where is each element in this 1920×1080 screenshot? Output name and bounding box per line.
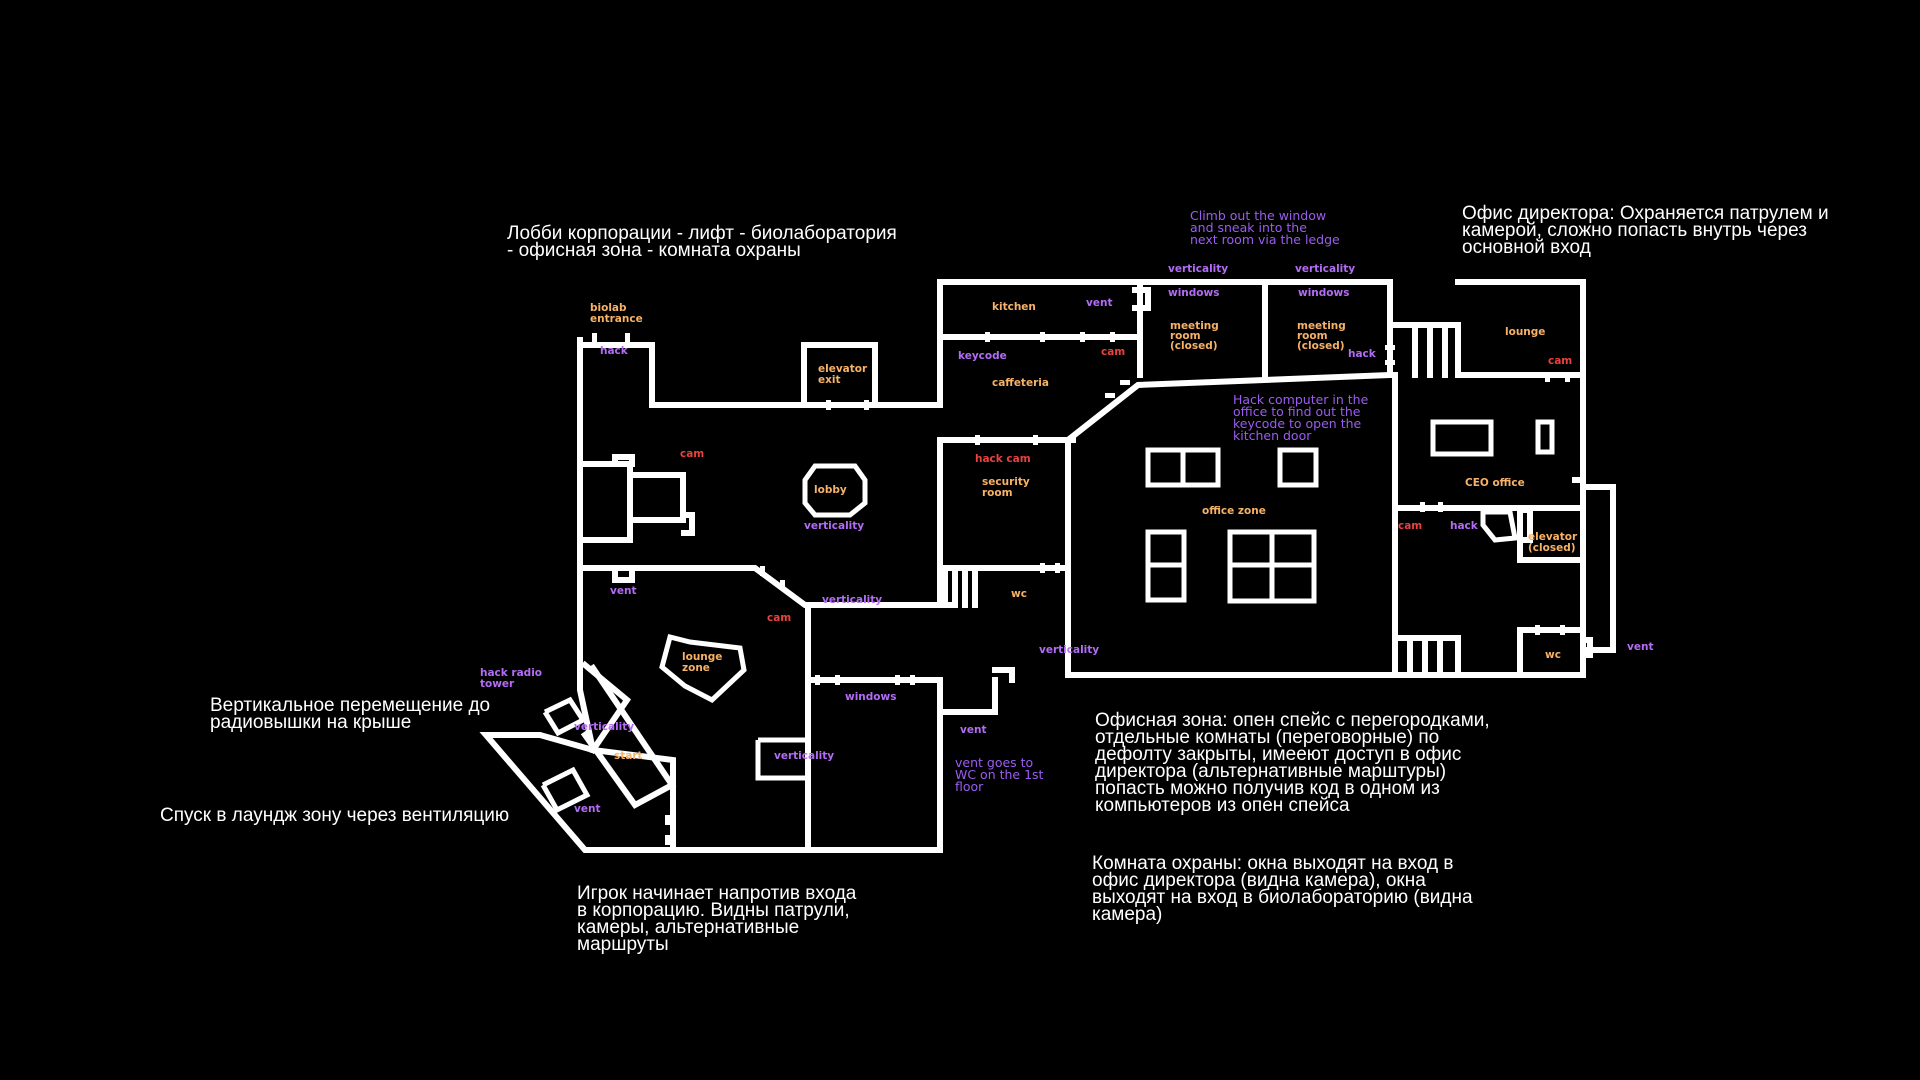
note-security-room: Комната охраны: окна выходят на вход в о… bbox=[1092, 853, 1473, 925]
note-player-start: Игрок начинает напротив входа в корпорац… bbox=[577, 883, 857, 955]
label-elevator-closed: elevator(closed) bbox=[1528, 531, 1578, 554]
label-hack-cam-security: hack cam bbox=[975, 453, 1031, 465]
lounge-zone-hexagon bbox=[659, 633, 747, 704]
label-lounge: lounge bbox=[1505, 326, 1545, 338]
office-desks bbox=[1145, 447, 1319, 604]
label-caffeteria: caffeteria bbox=[992, 377, 1049, 389]
label-windows-meeting-1: windows bbox=[1168, 287, 1219, 299]
label-vent-ceo: vent bbox=[1627, 641, 1653, 653]
label-verticality-tower: verticality bbox=[574, 721, 634, 733]
label-keycode: keycode bbox=[958, 350, 1007, 362]
label-hack-meeting: hack bbox=[1348, 348, 1377, 360]
label-wc-security: wc bbox=[1011, 588, 1027, 600]
label-wc-ceo: wc bbox=[1545, 649, 1561, 661]
label-cam-lobby: cam bbox=[680, 448, 704, 460]
label-hack-ceo: hack bbox=[1450, 520, 1479, 532]
label-lobby: lobby bbox=[814, 484, 847, 496]
lobby-octagon bbox=[802, 463, 868, 518]
ceo-corner-desk bbox=[1480, 509, 1518, 543]
note-vertical-movement: Вертикальное перемещение до радиовышки н… bbox=[210, 695, 491, 733]
note-lobby-route: Лобби корпорации - лифт - биолаборатория… bbox=[507, 223, 897, 261]
note-office-zone: Офисная зона: опен спейс с перегородками… bbox=[1095, 710, 1490, 816]
label-windows-meeting-2: windows bbox=[1298, 287, 1349, 299]
label-windows-lower: windows bbox=[845, 691, 896, 703]
label-verticality-lobby: verticality bbox=[804, 520, 864, 532]
note-ceo-office: Офис директора: Охраняется патрулем и ка… bbox=[1462, 203, 1829, 258]
label-office-zone: office zone bbox=[1202, 505, 1266, 517]
start-box-1 bbox=[542, 696, 587, 737]
label-vent-kitchen: vent bbox=[1086, 297, 1112, 309]
vent-box bbox=[755, 737, 811, 781]
note-descent-vent: Спуск в лаундж зону через вентиляцию bbox=[160, 805, 510, 826]
label-start: start bbox=[614, 750, 643, 762]
label-ceo-office: CEO office bbox=[1465, 477, 1525, 489]
label-verticality-office: verticality bbox=[1039, 644, 1099, 656]
label-verticality-meeting-2: verticality bbox=[1295, 263, 1355, 275]
ceo-desk bbox=[1430, 419, 1494, 457]
label-hack-biolab: hack bbox=[600, 345, 629, 357]
label-vent-tower: vent bbox=[574, 803, 600, 815]
label-cam-ceo: cam bbox=[1398, 520, 1422, 532]
door-markers bbox=[592, 332, 1570, 845]
ceo-cabinet bbox=[1535, 419, 1555, 455]
label-vent-lower: vent bbox=[960, 724, 986, 736]
label-cam-lounge: cam bbox=[767, 612, 791, 624]
walls-central-wing bbox=[937, 279, 1461, 678]
label-cam-lounge-ceo: cam bbox=[1548, 355, 1572, 367]
label-kitchen: kitchen bbox=[992, 301, 1036, 313]
label-verticality-meeting-1: verticality bbox=[1168, 263, 1228, 275]
label-verticality-lower: verticality bbox=[774, 750, 834, 762]
label-vent-lobby: vent bbox=[610, 585, 636, 597]
walls-east-wing bbox=[1387, 279, 1616, 678]
start-box-2 bbox=[540, 766, 591, 814]
label-verticality-corridor: verticality bbox=[822, 594, 882, 606]
label-cam-kitchen: cam bbox=[1101, 346, 1125, 358]
